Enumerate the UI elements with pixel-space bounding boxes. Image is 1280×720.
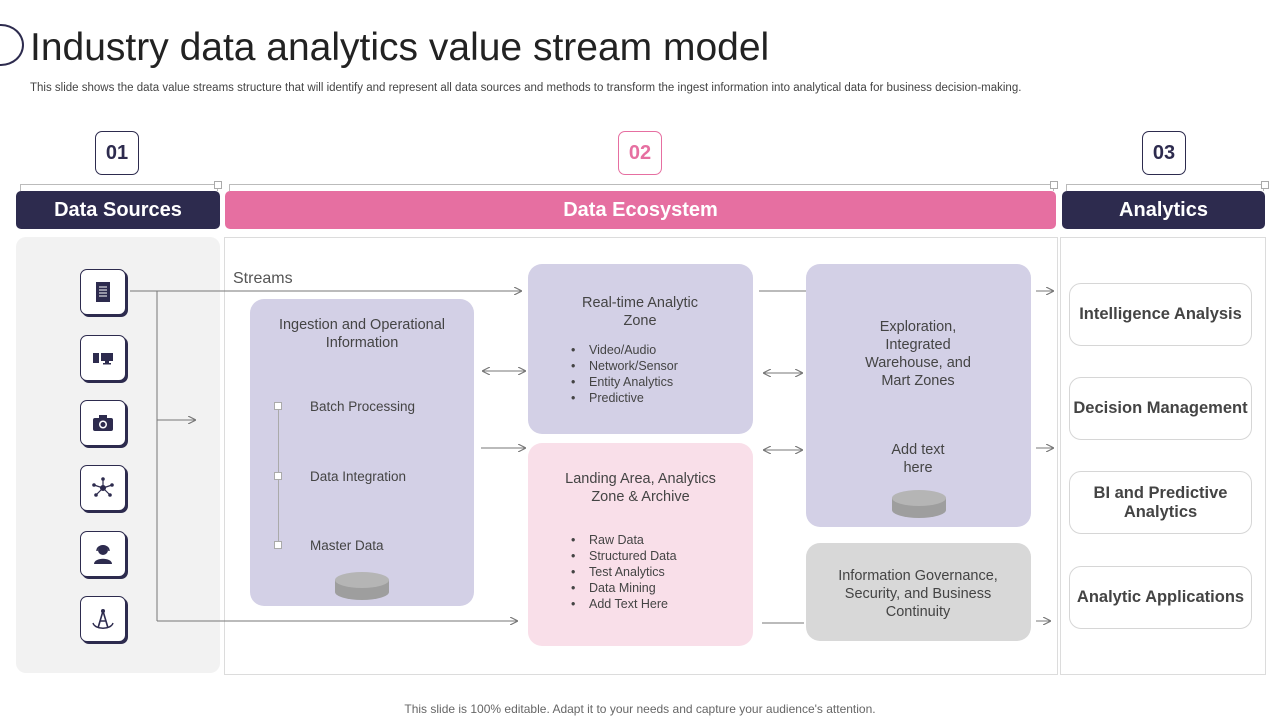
list-item: Add Text Here	[571, 596, 677, 612]
ingestion-title: Ingestion and Operational Information	[278, 317, 446, 351]
heading-data-ecosystem: Data Ecosystem	[225, 191, 1056, 229]
column-number-03: 03	[1142, 131, 1186, 175]
governance-title: Information Governance, Security, and Bu…	[838, 568, 998, 620]
exploration-add-text: Add text here	[891, 442, 945, 476]
column-number-01: 01	[95, 131, 139, 175]
column-number-02: 02	[618, 131, 662, 175]
analytics-item-bi: BI and Predictive Analytics	[1069, 471, 1252, 534]
document-icon	[80, 269, 126, 315]
database-icon	[335, 572, 389, 600]
exploration-box	[806, 264, 1031, 527]
realtime-list: Video/Audio Network/Sensor Entity Analyt…	[571, 342, 678, 406]
antenna-icon	[80, 596, 126, 642]
timeline-marker	[274, 402, 282, 410]
ingestion-item: Batch Processing	[310, 399, 416, 414]
list-item: Structured Data	[571, 548, 676, 564]
list-item: Raw Data	[571, 532, 677, 548]
computer-icon	[80, 335, 126, 381]
timeline-marker	[274, 472, 282, 480]
ingestion-box	[250, 299, 474, 606]
list-item: Test Analytics	[571, 564, 677, 580]
analytics-item-intelligence: Intelligence Analysis	[1069, 283, 1252, 346]
bracket-handle	[1050, 181, 1058, 189]
list-item: Entity Analytics	[571, 374, 678, 390]
governance-box	[806, 543, 1031, 641]
page-title: Industry data analytics value stream mod…	[30, 26, 770, 69]
footer-note: This slide is 100% editable. Adapt it to…	[404, 702, 876, 716]
support-agent-icon	[80, 531, 126, 577]
page-subtitle: This slide shows the data value streams …	[30, 82, 1022, 94]
ingestion-item: Data Integration	[310, 469, 407, 484]
realtime-title: Real-time Analytic Zone	[581, 295, 699, 329]
list-item: Predictive	[571, 390, 678, 406]
landing-list: Raw Data Structured Data Test Analytics …	[571, 532, 677, 612]
bracket-handle	[1261, 181, 1269, 189]
list-item: Network/Sensor	[571, 358, 678, 374]
database-icon	[892, 490, 946, 518]
timeline-marker	[274, 541, 282, 549]
ingestion-item: Master Data	[310, 538, 384, 553]
list-item: Data Mining	[571, 580, 677, 596]
network-icon	[80, 465, 126, 511]
list-item: Video/Audio	[571, 342, 678, 358]
analytics-item-decision: Decision Management	[1069, 377, 1252, 440]
landing-title: Landing Area, Analytics Zone & Archive	[565, 471, 716, 505]
exploration-title: Exploration, Integrated Warehouse, and M…	[865, 319, 971, 389]
analytics-item-applications: Analytic Applications	[1069, 566, 1252, 629]
camera-icon	[80, 400, 126, 446]
streams-label: Streams	[233, 270, 293, 287]
bracket-handle	[214, 181, 222, 189]
heading-analytics: Analytics	[1062, 191, 1265, 229]
heading-data-sources: Data Sources	[16, 191, 220, 229]
